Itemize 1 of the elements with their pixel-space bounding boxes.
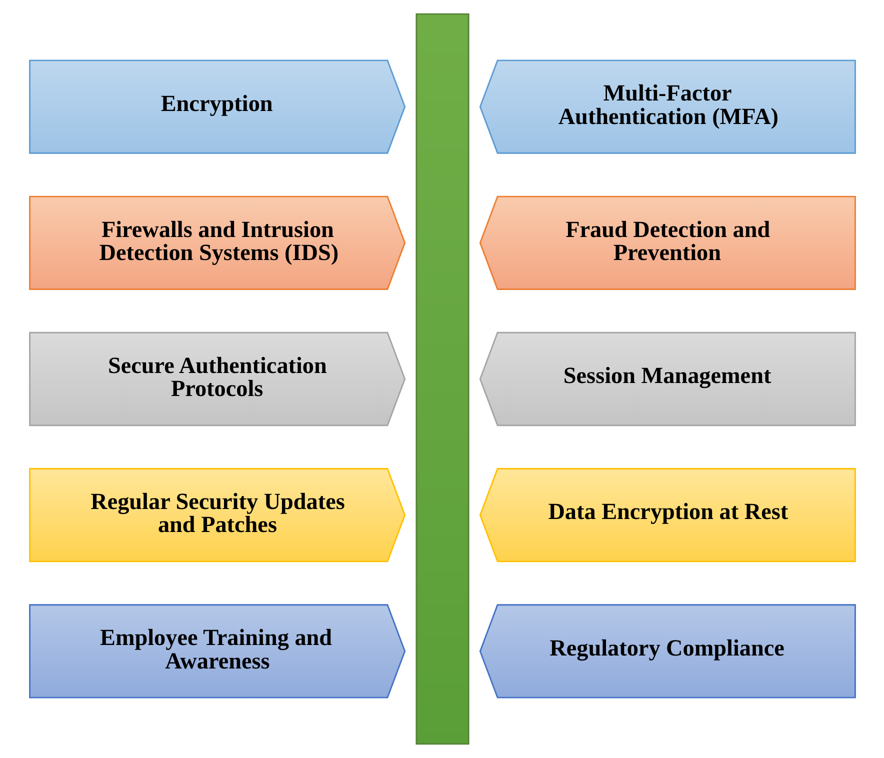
node-arrow: [415, 13, 469, 745]
